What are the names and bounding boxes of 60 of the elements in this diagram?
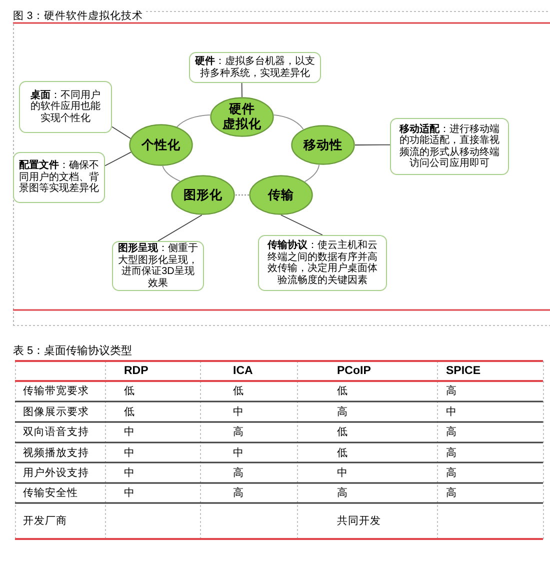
- column-header: SPICE: [446, 364, 481, 378]
- cell-value: 高: [446, 466, 457, 480]
- row-header: 传输安全性: [23, 486, 78, 500]
- column-header: ICA: [233, 364, 253, 378]
- cell-value: 共同开发: [337, 514, 381, 528]
- row-header: 视频播放支持: [23, 446, 89, 460]
- cell-value: 高: [233, 486, 244, 500]
- cell-value: 低: [337, 446, 348, 460]
- cell-value: 低: [337, 425, 348, 440]
- cell-value: 中: [233, 446, 244, 460]
- leader-line: [104, 152, 132, 166]
- row-header: 图像展示要求: [23, 404, 89, 419]
- leader-line: [280, 214, 323, 236]
- leader-line: [354, 144, 390, 146]
- callout-box: 桌面：不同用户的软件应用也能实现个性化: [19, 81, 112, 133]
- connector-arc: [273, 114, 304, 130]
- callout-box: 硬件：虚拟多台机器，以支持多种系统，实现差异化: [189, 52, 321, 83]
- column-header: PCoIP: [337, 364, 371, 378]
- callout-box: 配置文件：确保不同用户的文档、背景图等实现差异化: [13, 152, 105, 203]
- table-title: 表 5：桌面传输协议类型: [13, 344, 132, 358]
- row-header: 用户外设支持: [23, 466, 89, 480]
- cell-value: 高: [233, 425, 244, 440]
- cell-value: 高: [337, 404, 348, 419]
- cell-value: 低: [337, 384, 348, 398]
- cell-value: 高: [446, 384, 457, 398]
- cell-value: 中: [233, 404, 244, 419]
- connector-arc: [304, 164, 320, 182]
- callout-box: 图形呈现：侧重于大型图形化呈现，进而保证3D呈现效果: [112, 241, 204, 291]
- topic-ellipse: 硬件虚拟化: [210, 97, 274, 137]
- cell-value: 中: [124, 425, 135, 440]
- connector-line: [234, 194, 250, 196]
- cell-value: 中: [124, 446, 135, 460]
- row-header: 开发厂商: [23, 514, 67, 528]
- topic-ellipse: 移动性: [291, 125, 355, 165]
- row-header: 传输带宽要求: [23, 384, 89, 398]
- cell-value: 高: [337, 486, 348, 500]
- topic-ellipse: 传输: [249, 175, 313, 215]
- callout-box: 传输协议：使云主机和云终端之间的数据有序并高效传输，决定用户桌面体验流畅度的关键因素: [258, 235, 387, 291]
- cell-value: 中: [124, 486, 135, 500]
- row-header: 双向语音支持: [23, 425, 89, 440]
- leader-line: [112, 126, 132, 139]
- cell-value: 低: [124, 404, 135, 419]
- topic-ellipse: 图形化: [171, 175, 235, 215]
- cell-value: 高: [446, 486, 457, 500]
- cell-value: 低: [124, 384, 135, 398]
- cell-value: 中: [337, 466, 348, 480]
- column-header: RDP: [124, 364, 148, 378]
- cell-value: 高: [233, 466, 244, 480]
- callout-box: 移动适配：进行移动端的功能适配，直接靠视频流的形式从移动终端访问公司应用即可: [390, 118, 509, 175]
- cell-value: 中: [446, 404, 457, 419]
- leader-line: [241, 82, 242, 98]
- connector-arc: [176, 114, 211, 128]
- figure-title: 图 3：硬件软件虚拟化技术: [13, 9, 143, 23]
- cell-value: 中: [124, 466, 135, 480]
- topic-ellipse: 个性化: [129, 124, 193, 166]
- cell-value: 高: [446, 425, 457, 440]
- cell-value: 低: [233, 384, 244, 398]
- cell-value: 高: [446, 446, 457, 460]
- leader-line: [158, 214, 202, 242]
- connector-arc: [162, 166, 180, 182]
